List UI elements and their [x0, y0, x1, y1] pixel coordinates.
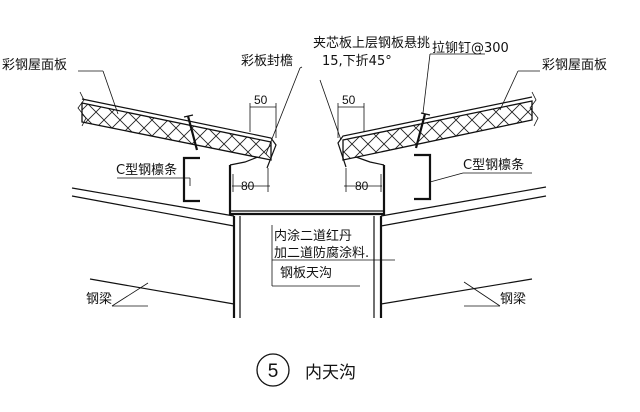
label-sandwich-note-1: 夹芯板上层钢板悬挑 [313, 36, 430, 51]
right-rivet-icon [414, 112, 431, 149]
right-roof-panel [337, 96, 533, 168]
label-purlin-right: C型钢檩条 [463, 157, 524, 173]
label-roof-panel-left: 彩钢屋面板 [2, 58, 67, 73]
dim-text-overhang-left: 50 [254, 93, 268, 107]
left-rivet-icon [183, 114, 199, 151]
label-rivet: 拉铆钉@300 [432, 41, 509, 56]
detail-number-circle [256, 353, 290, 387]
label-purlin-left: C型钢檩条 [116, 162, 177, 178]
leader-lines [78, 53, 540, 307]
left-break-mark [77, 91, 87, 127]
label-gutter: 钢板天沟 [280, 266, 332, 281]
drawing-title: 内天沟 [305, 363, 356, 383]
steel-column [232, 216, 383, 318]
dim-text-gutter-right: 80 [355, 179, 369, 193]
dim-gutter-right [344, 168, 382, 192]
left-steel-beam [71, 187, 235, 305]
dim-text-overhang-right: 50 [342, 93, 356, 107]
label-roof-panel-right: 彩钢屋面板 [542, 58, 607, 73]
dim-text-gutter-left: 80 [241, 179, 255, 193]
left-c-purlin [182, 156, 200, 203]
right-break-mark [529, 91, 539, 127]
dim-overhang-left [249, 103, 277, 138]
label-gutter-note-1: 内涂二道红丹 [274, 228, 352, 244]
label-eave-flashing: 彩板封檐 [241, 54, 293, 69]
label-beam-left: 钢梁 [86, 292, 112, 307]
label-beam-right: 钢梁 [500, 292, 526, 307]
left-roof-panel [81, 98, 277, 169]
detail-number: 5 [268, 361, 279, 382]
steel-gutter [228, 156, 386, 216]
label-sandwich-note-2: 15,下折45° [322, 54, 392, 69]
right-steel-beam [380, 186, 547, 305]
label-gutter-note-2: 加二道防腐涂料. [274, 245, 369, 261]
right-c-purlin [414, 153, 432, 201]
dim-gutter-left [232, 168, 270, 192]
